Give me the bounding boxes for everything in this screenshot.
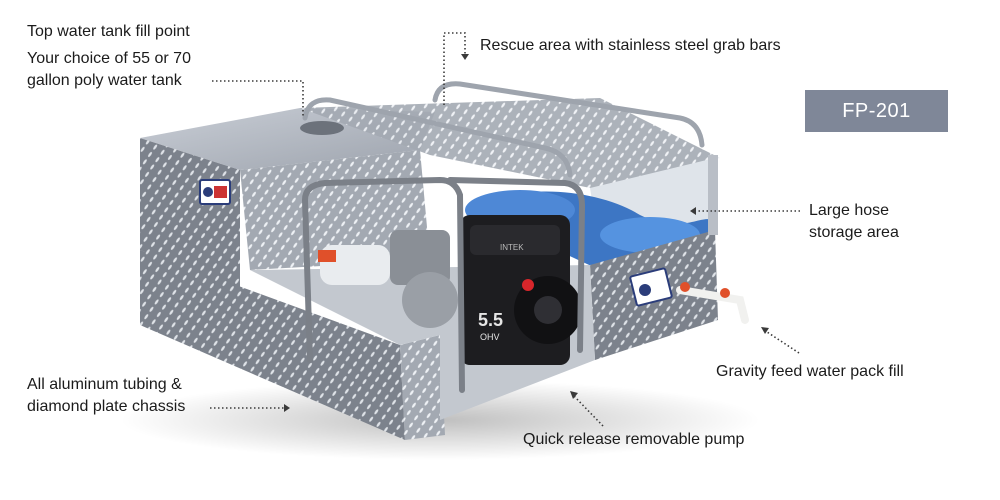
- callout-chassis-line1: All aluminum tubing &: [27, 376, 182, 393]
- rescue-deck: [300, 98, 720, 190]
- tank-side-left: [140, 138, 240, 290]
- callout-rescue-area: Rescue area with stainless steel grab ba…: [480, 37, 781, 54]
- engine: 5.5 OHV INTEK: [460, 215, 582, 365]
- callout-tank-choice-line2: gallon poly water tank: [27, 72, 182, 89]
- roll-cage: [301, 176, 586, 393]
- brand-decal-right: [629, 267, 673, 307]
- svg-text:INTEK: INTEK: [500, 243, 524, 252]
- callout-gravity-feed: Gravity feed water pack fill: [716, 363, 904, 380]
- model-badge: FP-201: [805, 90, 948, 132]
- svg-text:OHV: OHV: [480, 332, 500, 342]
- grab-bars: [302, 81, 705, 178]
- callout-hose-storage-line1: Large hose: [809, 202, 890, 219]
- svg-text:5.5: 5.5: [478, 310, 503, 330]
- gravity-feed-valve: [676, 282, 749, 324]
- callout-tank-choice-line1: Your choice of 55 or 70: [27, 50, 191, 67]
- callout-fill-point: Top water tank fill point: [27, 23, 190, 40]
- callout-pump: Quick release removable pump: [523, 431, 745, 448]
- callout-hose-storage-line2: storage area: [809, 224, 899, 241]
- chassis-front-panel: [140, 250, 405, 440]
- fill-cap: [300, 121, 344, 135]
- callout-chassis-line2: diamond plate chassis: [27, 398, 186, 415]
